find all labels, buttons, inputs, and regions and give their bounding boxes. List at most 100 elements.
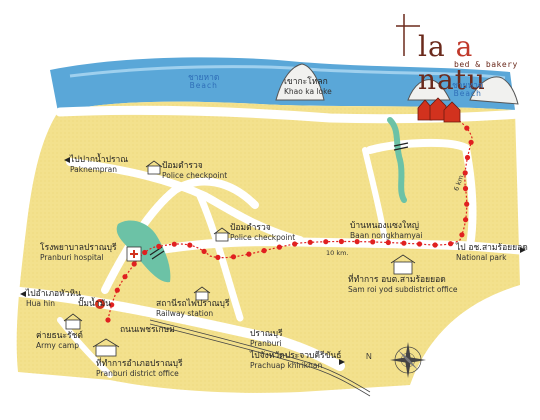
label-police-checkpoint-2: ป้อมตำรวจ Police checkpoint: [230, 223, 296, 243]
label-railway-en: Railway station: [156, 309, 214, 318]
label-railway-th: สถานีรถไฟปราณบุรี: [156, 299, 230, 309]
label-railway-station: สถานีรถไฟปราณบุรี Railway station: [156, 299, 230, 319]
route-dot: [462, 170, 468, 176]
route-dot: [459, 232, 465, 238]
label-paknampran-en: Paknempran: [70, 165, 117, 174]
route-dot: [462, 185, 469, 192]
route-dot: [261, 248, 267, 254]
road-to-paknampran: [66, 158, 304, 244]
beach-label-east-en: Beach: [453, 89, 482, 98]
police-checkpoint-icon-1: [145, 160, 163, 175]
gas-station-icon: [95, 299, 105, 309]
sea-highlight: [69, 65, 506, 80]
brand-logo[interactable]: la a natu: [418, 30, 540, 96]
label-subdistrict-office: ที่ทำการ อบต.สามร้อยยอด Sam roi yod subd…: [348, 275, 458, 295]
label-baan-nong-th: บ้านหนองแซงใหญ่: [350, 221, 420, 231]
route-dot: [416, 241, 423, 247]
route-dot: [109, 302, 115, 308]
road-phetkasem: [15, 287, 345, 371]
label-hua-hin-en: Hua hin: [26, 299, 55, 308]
label-national-park-th: ไป อช.สามร้อยยอด: [456, 243, 528, 253]
label-gas-station-th: ปั๊มน้ำมัน: [78, 299, 111, 309]
khao-kalok-mountain: [275, 63, 325, 101]
label-baan-nong-en: Baan nongkhamyai: [350, 231, 423, 240]
railway-line-1: [149, 319, 371, 393]
railway-line-2: [149, 323, 371, 397]
district-office-icon: [92, 338, 120, 357]
brand-cross-icon: [396, 14, 420, 56]
route-dot: [464, 154, 471, 161]
label-hua-hin: ไปอำเภอหัวหิน Hua hin: [26, 289, 81, 309]
compass-rose-icon: [390, 342, 426, 378]
road-west-loop: [101, 177, 259, 294]
route-dot: [432, 242, 438, 248]
route-dot: [463, 217, 469, 223]
distance-10km: 10 km.: [326, 249, 349, 257]
beach-label-east: ชายหาด Beach: [452, 82, 483, 98]
label-police-2-th: ป้อมตำรวจ: [230, 223, 271, 233]
route-dot: [215, 254, 221, 260]
army-camp-icon: [63, 313, 83, 330]
route-dot: [401, 240, 407, 246]
label-national-park-en: National park: [456, 253, 507, 262]
arrow-right-prachuap: [339, 359, 345, 365]
route-dot: [187, 242, 193, 248]
label-khao-kalok: เขากะโหลก Khao ka loke: [284, 77, 332, 97]
label-paknampran-th: ไปปากน้ำปราณ: [70, 155, 129, 165]
route-dot: [370, 239, 376, 245]
route-dot: [307, 239, 313, 245]
route-dot: [201, 248, 207, 254]
route-dot: [142, 249, 148, 256]
label-pranburi-en: Pranburi: [250, 339, 282, 348]
hotel-la-a-natu[interactable]: [417, 97, 461, 123]
route-dot: [131, 261, 137, 267]
label-national-park: ไป อช.สามร้อยยอด National park: [456, 243, 528, 263]
road-railway: [196, 192, 244, 322]
label-hospital-th: โรงพยาบาลปราณบุรี: [40, 243, 117, 253]
label-phetkasem-road: ถนนเพชรเกษม: [120, 326, 175, 335]
route-dot: [122, 274, 128, 280]
label-district-office: ที่ทำการอำเภอปราณบุรี Pranburi district …: [96, 360, 183, 379]
label-police-checkpoint-1: ป้อมตำรวจ Police checkpoint: [162, 162, 228, 181]
compass-north-label: N: [366, 352, 372, 361]
label-pranburi-th: ปราณบุรี: [250, 329, 283, 339]
hospital-icon: [126, 246, 142, 262]
label-gas-station: ปั๊มน้ำมัน: [78, 300, 111, 309]
label-khao-kalok-th: เขากะโหลก: [284, 77, 328, 87]
label-police-2-en: Police checkpoint: [230, 233, 296, 242]
route-dot: [323, 239, 329, 245]
brand-tagline: bed & bakery: [454, 60, 518, 69]
beach-label-east-th: ชายหาด: [452, 81, 484, 91]
label-baan-nong: บ้านหนองแซงใหญ่ Baan nongkhamyai: [350, 221, 423, 241]
police-checkpoint-icon-2: [213, 227, 231, 242]
label-police-1-en: Police checkpoint: [162, 171, 228, 180]
label-khao-kalok-en: Khao ka loke: [284, 87, 332, 96]
route-dot: [448, 241, 454, 247]
label-subdistrict-en: Sam roi yod subdistrict office: [348, 285, 458, 294]
route-dot: [385, 239, 391, 246]
label-phetkasem-th: ถนนเพชรเกษม: [120, 325, 175, 335]
label-subdistrict-th: ที่ทำการ อบต.สามร้อยยอด: [348, 275, 446, 285]
road-nongkham: [362, 147, 388, 243]
arrow-left-hua-hin: [20, 291, 26, 297]
route-dot: [464, 125, 470, 131]
route-dot: [246, 251, 252, 257]
beach-label-west-th: ชายหาด: [188, 73, 220, 83]
label-hospital-en: Pranburi hospital: [40, 253, 104, 262]
arrow-left-paknampran: [64, 157, 70, 163]
route-dot: [105, 317, 111, 323]
brand-name-part1: la: [418, 30, 456, 63]
label-hua-hin-th: ไปอำเภอหัวหิน: [26, 289, 81, 299]
river-north: [387, 117, 407, 203]
route-dot: [156, 243, 162, 249]
beach-label-west: ชายหาด Beach: [188, 74, 219, 90]
label-paknampran: ไปปากน้ำปราณ Paknempran: [70, 155, 129, 175]
road-main-east: [125, 237, 525, 260]
label-army-camp-en: Army camp: [36, 341, 79, 350]
route-dot: [468, 139, 474, 145]
subdistrict-office-icon: [390, 254, 416, 275]
route-dot: [114, 287, 120, 293]
arrow-right-national-park: [520, 247, 526, 253]
label-army-camp-th: ค่ายธนะรัชต์: [36, 331, 83, 341]
